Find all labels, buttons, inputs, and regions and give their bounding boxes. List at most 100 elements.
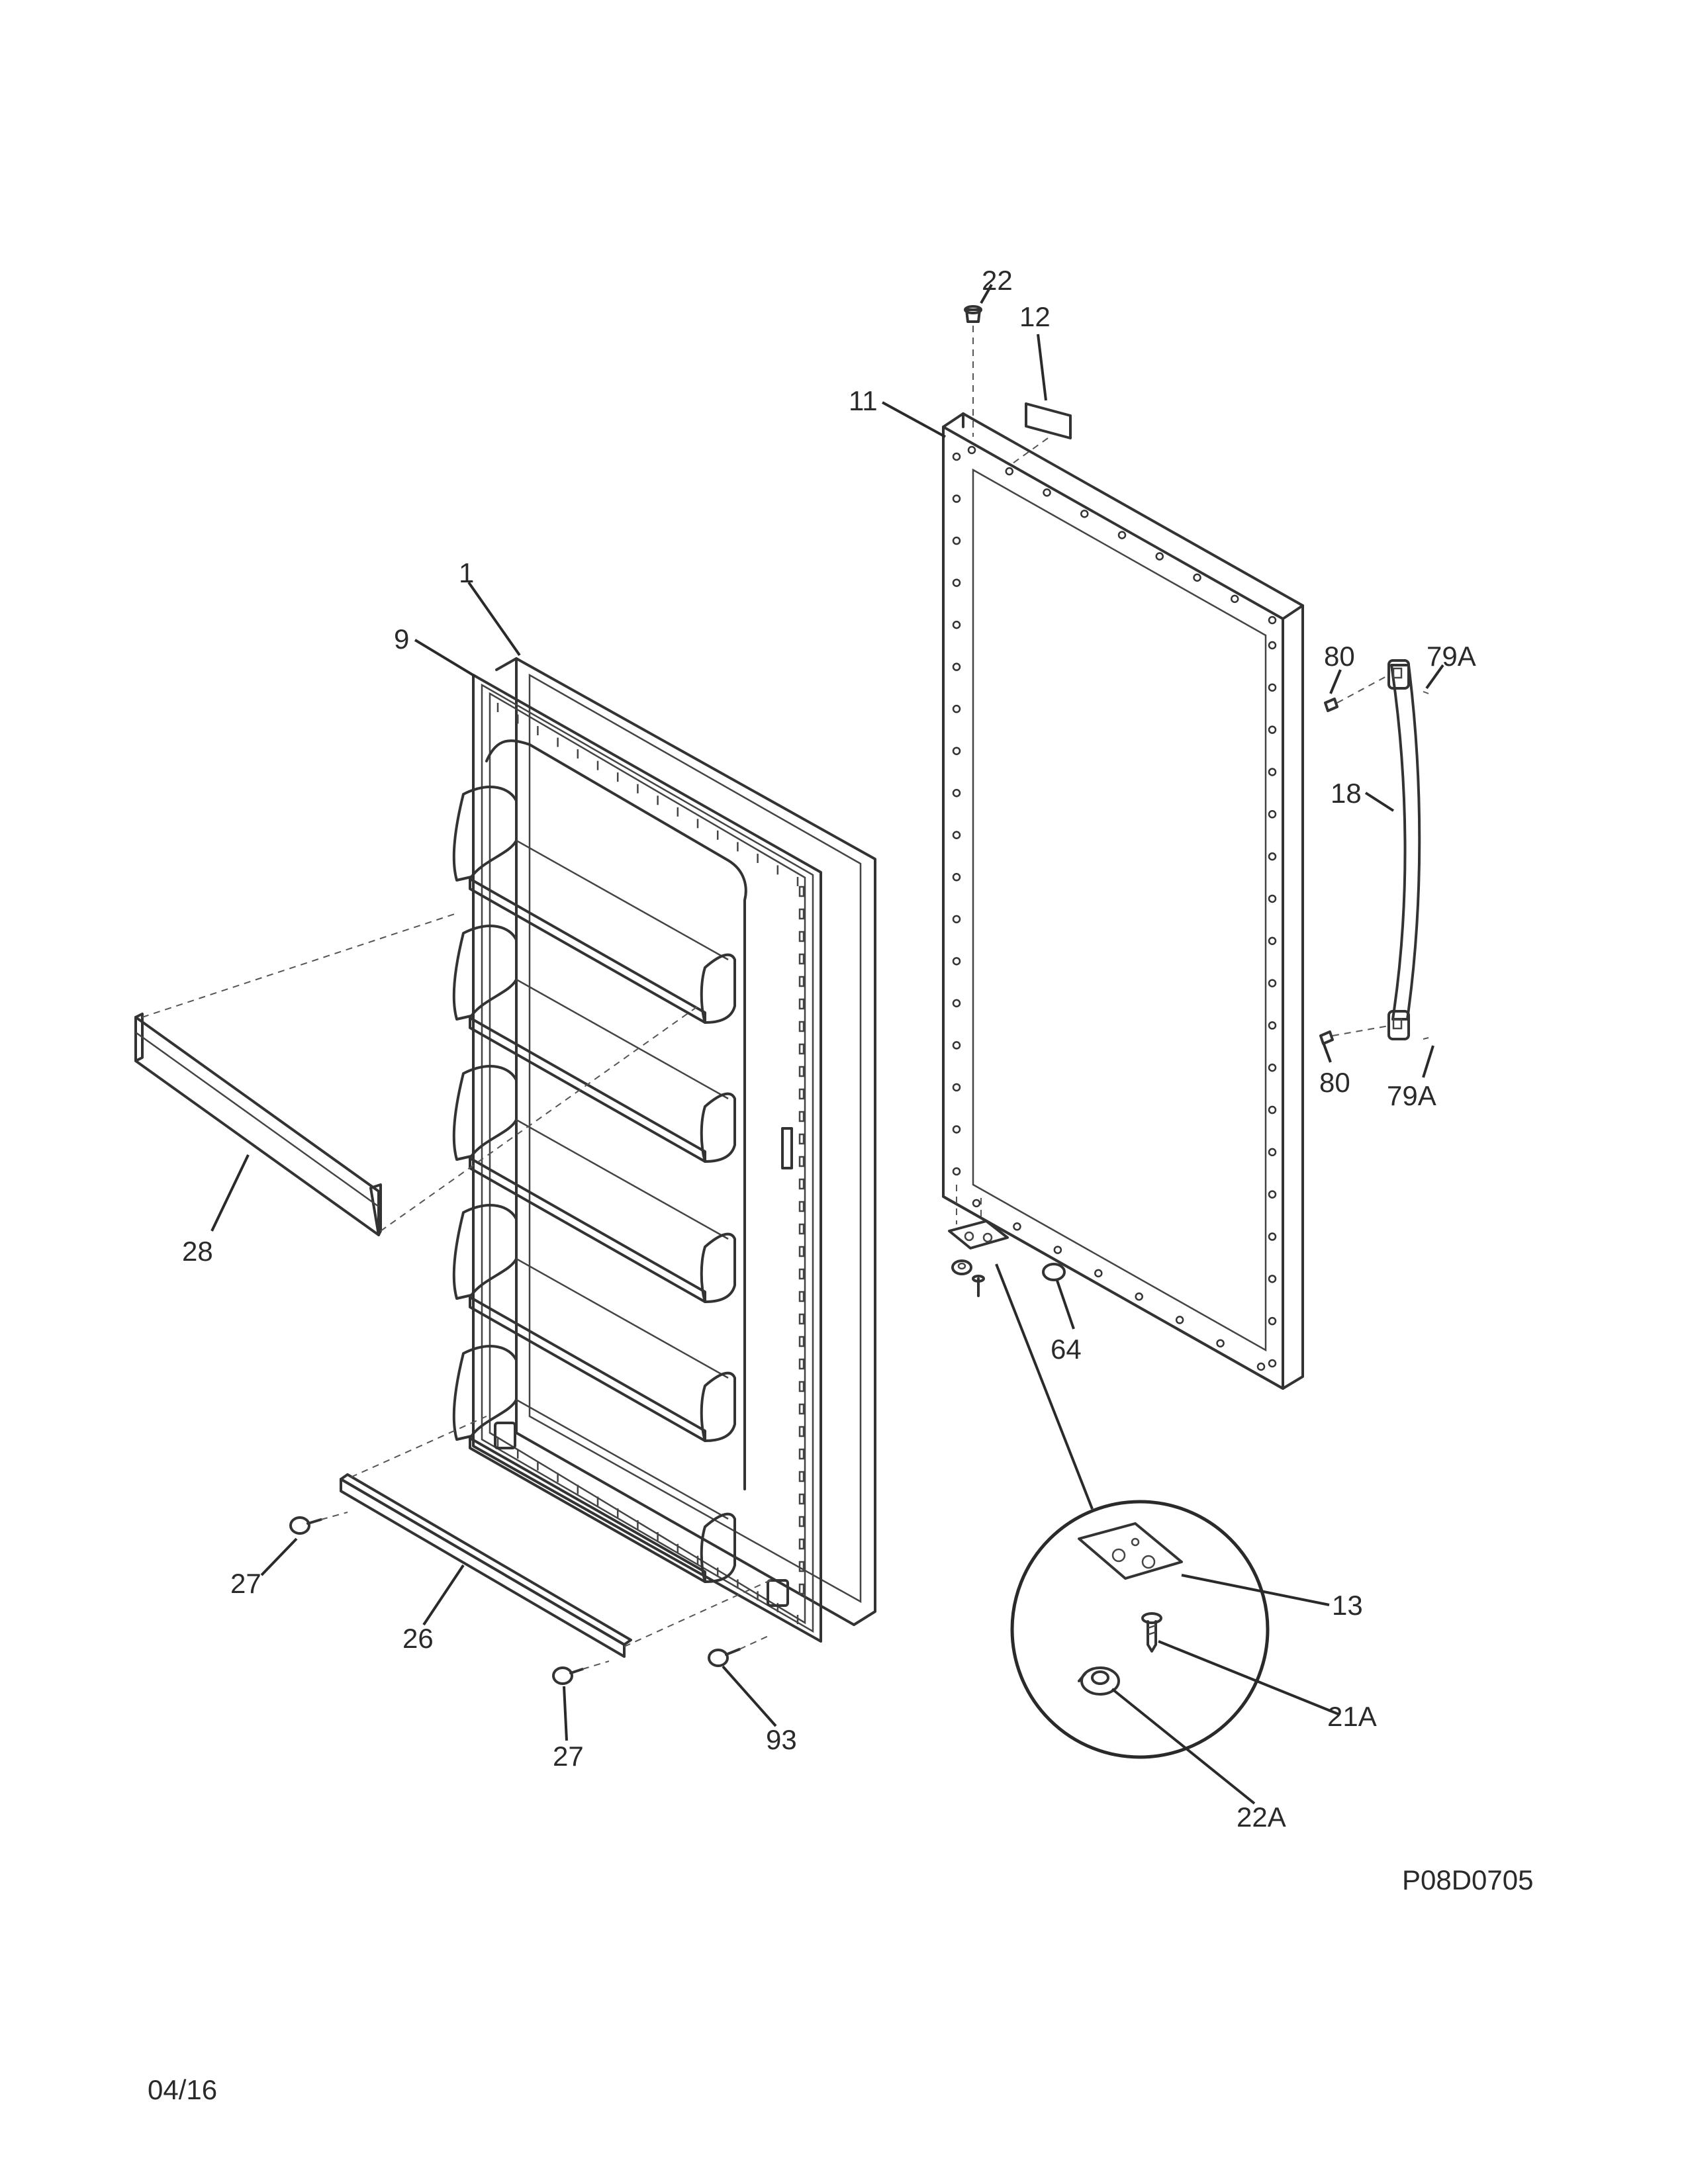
screw-hole (1117, 531, 1127, 539)
hinge-bushing-small (951, 1259, 972, 1275)
screw-hole (952, 873, 961, 882)
panel-screw-holes (952, 445, 1277, 1371)
shelf-rail-rivet-left (289, 1516, 322, 1535)
callout-22A: 22A (1237, 1801, 1286, 1833)
screw-hole (1268, 810, 1277, 819)
liner-rib (798, 1246, 805, 1257)
liner-ribs (496, 703, 805, 1624)
screw-hole (952, 915, 961, 924)
liner-rib (798, 1111, 805, 1122)
screw-hole (1268, 725, 1277, 734)
callout-21A: 21A (1327, 1701, 1377, 1732)
callout-11: 11 (849, 385, 878, 416)
screw-hole (1080, 510, 1089, 518)
callout-64: 64 (1051, 1334, 1082, 1365)
liner-rib (798, 1561, 805, 1572)
liner-rib (798, 1268, 805, 1280)
screw-hole (952, 1167, 961, 1176)
screw-hole (1268, 1148, 1277, 1157)
callout-12: 12 (1019, 301, 1051, 332)
shelf-right-bracket (700, 1371, 736, 1442)
hinge-detail-circle (1010, 1500, 1270, 1759)
screw-hole (1175, 1316, 1184, 1324)
screw-hole (972, 1199, 981, 1208)
liner-rib (798, 1021, 805, 1032)
callout-27-bottom: 27 (553, 1741, 584, 1772)
liner-rib (798, 931, 805, 942)
screw-hole (1268, 894, 1277, 903)
screw-hole (952, 1125, 961, 1134)
screw-hole (1216, 1339, 1225, 1347)
liner-top-ledge (485, 739, 747, 1490)
liner-rib (798, 908, 805, 920)
callout-18: 18 (1331, 778, 1362, 809)
hinge-bracket-small (948, 1220, 1009, 1250)
liner-rib (798, 1133, 805, 1145)
callout-1: 1 (459, 557, 474, 588)
liner-rib (798, 1043, 805, 1055)
screw-hole (1135, 1292, 1143, 1301)
callout-79A-top: 79A (1427, 641, 1476, 672)
door-shelf (452, 1065, 736, 1303)
screw-hole (1231, 594, 1239, 604)
shelf-lip (469, 1296, 706, 1442)
screw-hole (952, 957, 961, 966)
screw-hole (1193, 573, 1201, 582)
shelf-left-bracket (452, 1204, 518, 1300)
liner-rib (798, 1538, 805, 1550)
screw-hole (952, 1041, 961, 1050)
door-shelves (452, 739, 747, 1583)
callout-13: 13 (1332, 1590, 1363, 1621)
screw-hole (1268, 979, 1277, 987)
liner-rib (798, 1313, 805, 1325)
screw-hole (1013, 1222, 1021, 1231)
inner-door-liner (452, 674, 822, 1643)
screw-hole (952, 452, 961, 461)
bottom-rail (340, 1473, 632, 1658)
callout-26: 26 (402, 1623, 434, 1654)
shelf-right-bracket (700, 1092, 736, 1163)
callout-28: 28 (182, 1236, 213, 1267)
screw-hole (1268, 1316, 1277, 1326)
screw-hole (952, 494, 961, 503)
hinge-screw-detail (1141, 1612, 1162, 1653)
screw-hole (1256, 1362, 1266, 1371)
screw-hole (952, 999, 961, 1008)
liner-rib (798, 1493, 805, 1505)
door-plug (964, 305, 982, 323)
shelf-left-bracket (452, 786, 518, 882)
screw-hole (952, 662, 961, 671)
liner-rib (798, 1178, 805, 1190)
screw-hole (1268, 1105, 1277, 1115)
door-shelf (452, 925, 736, 1163)
shelf-back (516, 1398, 729, 1520)
screw-hole (1268, 1063, 1277, 1072)
screw-hole (952, 578, 961, 587)
callout-80-bottom: 80 (1319, 1067, 1350, 1098)
shelf-lip (469, 1017, 706, 1163)
shelf-left-bracket (452, 1065, 518, 1161)
door-shelf (452, 786, 736, 1024)
callout-27-left: 27 (230, 1568, 261, 1599)
screw-hole (1005, 467, 1013, 476)
leader-lines (211, 284, 1444, 1805)
screw-hole (1268, 1359, 1277, 1368)
shelf-right-bracket (700, 953, 736, 1024)
callout-9: 9 (394, 623, 409, 655)
shelf-back (516, 1257, 729, 1379)
shelf-left-bracket (452, 925, 518, 1021)
screw-hole (967, 445, 976, 455)
screw-hole (952, 747, 961, 755)
liner-rib (798, 953, 805, 965)
screw-hole (1268, 1021, 1277, 1030)
door-shelf (452, 1204, 736, 1442)
screw-hole (1155, 552, 1164, 561)
shelf-rail (134, 1013, 382, 1236)
shelf-right-bracket (700, 1232, 736, 1303)
liner-rib (798, 1358, 805, 1370)
screw-hole (1268, 615, 1277, 625)
screw-hole (952, 1083, 961, 1092)
screw-hole (1268, 852, 1277, 861)
screw-hole (1268, 1190, 1277, 1199)
screw-hole (952, 704, 961, 713)
